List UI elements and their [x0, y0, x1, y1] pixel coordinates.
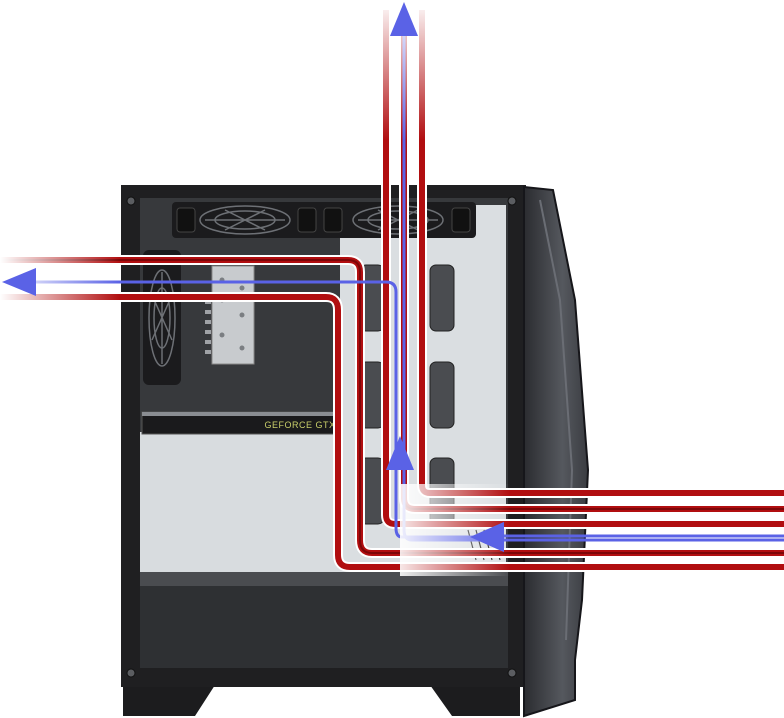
- airflow-arrow-icon: [390, 2, 418, 36]
- fan-icon: [148, 269, 176, 367]
- fan-icon: [199, 205, 291, 235]
- cool-stream-rear: [30, 280, 502, 539]
- case-screws: [126, 196, 517, 678]
- airflow-arrow-icon: [2, 268, 36, 296]
- graphics-card-icon: GEFORCE GTX: [141, 411, 339, 435]
- airflow-arrow-icon: [386, 436, 414, 470]
- rear-fan: [143, 250, 181, 385]
- psu-chamber: [140, 586, 508, 668]
- case-foot-right: [430, 685, 520, 716]
- airflow-arrow-icon: [470, 522, 504, 552]
- top-vents: [176, 207, 471, 233]
- gpu-label: GEFORCE GTX: [264, 420, 335, 430]
- front-panel: [523, 185, 590, 718]
- lower-light-panel: [140, 432, 340, 572]
- hot-stream-rear-2: [0, 294, 784, 570]
- case-foot-left: [123, 685, 215, 716]
